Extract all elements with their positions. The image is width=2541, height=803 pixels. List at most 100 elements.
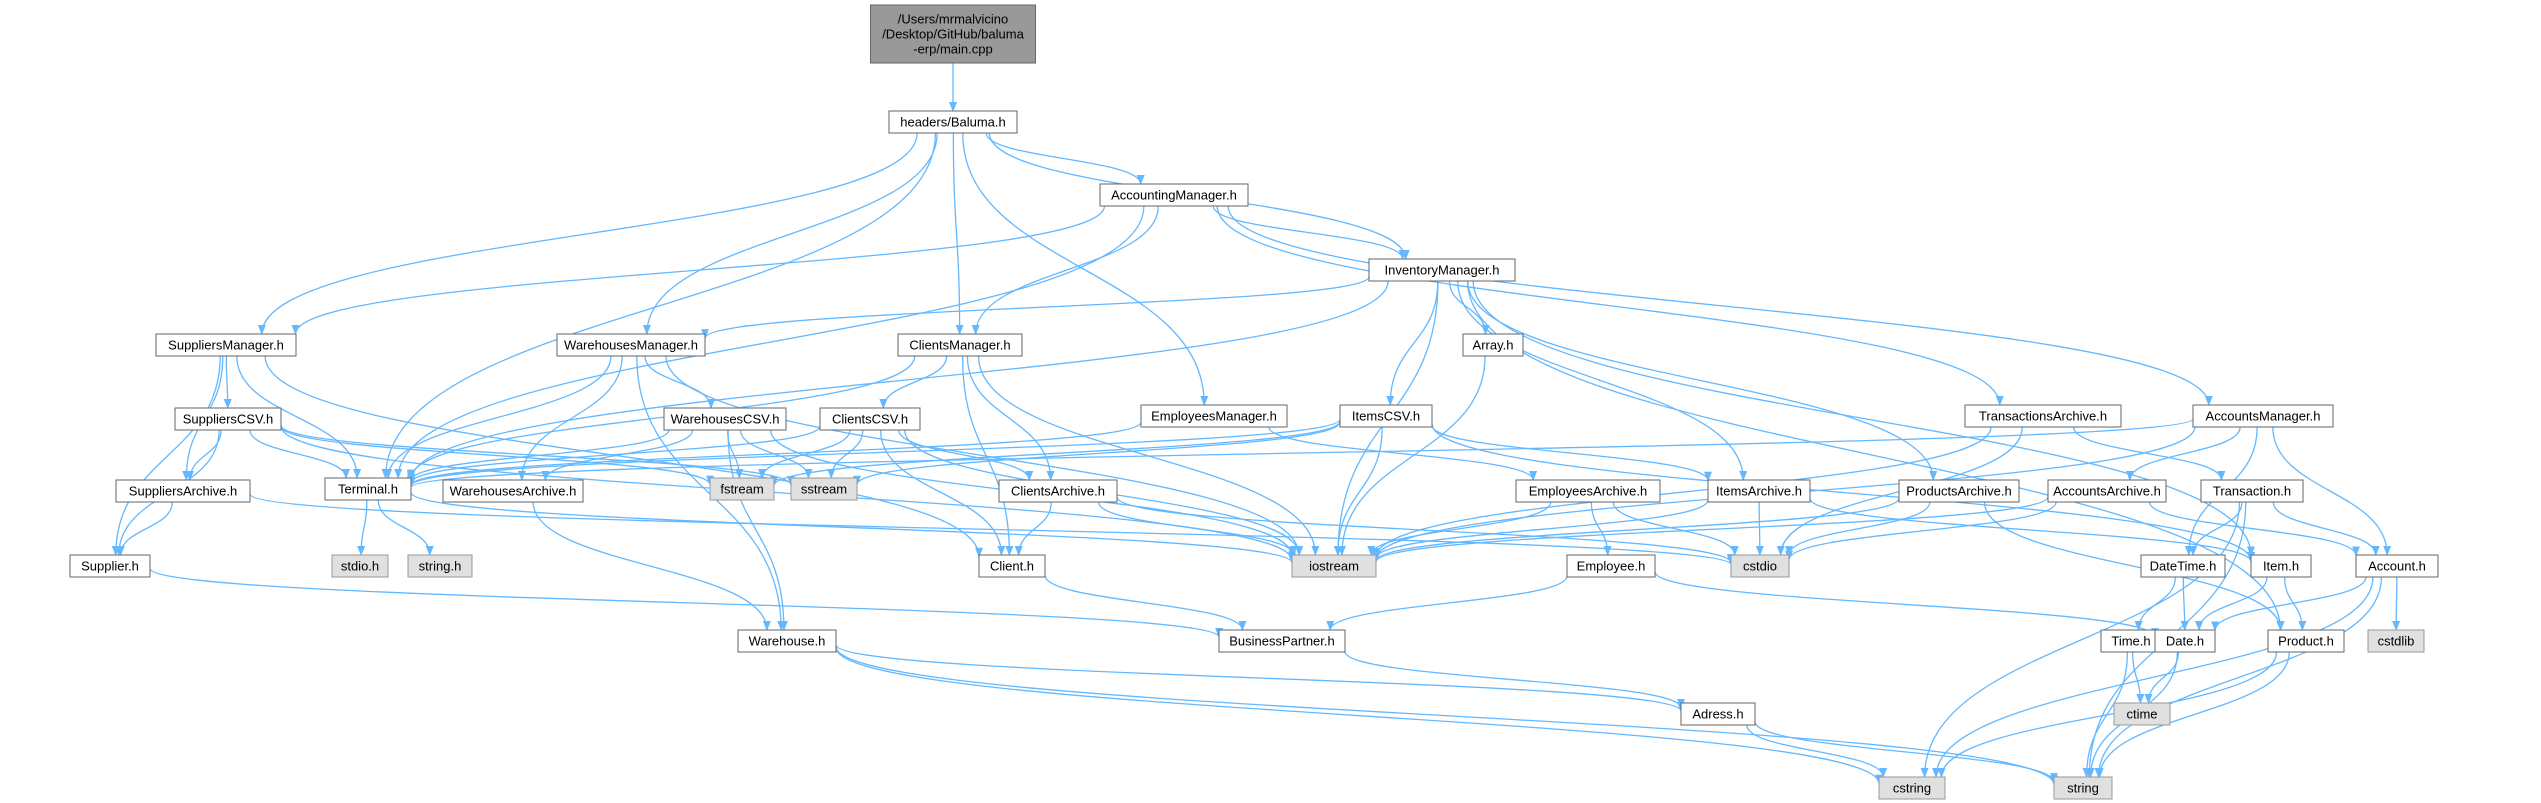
node-cstdlib[interactable]: cstdlib xyxy=(2367,629,2425,653)
edge-producth-to-cstring xyxy=(1937,651,2278,778)
node-label-suppliersmgr: SuppliersManager.h xyxy=(168,338,284,353)
node-ctime[interactable]: ctime xyxy=(2113,702,2171,726)
edge-baluma-to-warehousesmgr xyxy=(642,132,938,335)
node-label-sstream: sstream xyxy=(801,482,847,497)
node-businesspartner[interactable]: BusinessPartner.h xyxy=(1218,629,1346,653)
edge-accountsarch-to-iostream xyxy=(1372,496,2049,563)
node-label-stdioh: stdio.h xyxy=(341,559,379,574)
node-clienth[interactable]: Client.h xyxy=(978,554,1046,578)
node-label-cstdio: cstdio xyxy=(1743,559,1777,574)
node-itemh[interactable]: Item.h xyxy=(2250,554,2312,578)
edge-accounth-to-string xyxy=(2094,576,2383,778)
edge-clientsmgr-to-terminal xyxy=(407,355,916,480)
edge-productsarch-to-producth xyxy=(1983,501,2285,631)
edge-accountsmgr-to-accountsarch xyxy=(2125,426,2241,481)
node-label-producth: Product.h xyxy=(2278,634,2334,649)
node-label-ctime: ctime xyxy=(2126,707,2157,722)
node-label-employeeh: Employee.h xyxy=(1577,559,1646,574)
edge-accounth-to-cstring xyxy=(1932,576,2374,778)
edge-accountingmgr-to-transactionsarch xyxy=(1216,205,2004,406)
node-label-clientscsv: ClientsCSV.h xyxy=(832,412,908,427)
node-employeesmgr[interactable]: EmployeesManager.h xyxy=(1140,404,1288,428)
node-accounth[interactable]: Account.h xyxy=(2355,554,2439,578)
node-box-cstdlib xyxy=(2367,629,2425,653)
node-suppliersarch[interactable]: SuppliersArchive.h xyxy=(115,479,251,503)
node-box-sstream xyxy=(790,477,858,501)
node-box-producth xyxy=(2267,629,2345,653)
edge-baluma-to-accountingmgr xyxy=(985,132,1145,185)
node-stdioh[interactable]: stdio.h xyxy=(331,554,389,578)
node-employeesarch[interactable]: EmployeesArchive.h xyxy=(1515,479,1661,503)
node-cstring[interactable]: cstring xyxy=(1878,776,1946,800)
node-box-productsarch xyxy=(1898,479,2020,503)
node-box-warehousesmgr xyxy=(556,333,706,357)
node-employeeh[interactable]: Employee.h xyxy=(1566,554,1656,578)
edge-baluma-to-terminal xyxy=(381,132,937,479)
node-productsarch[interactable]: ProductsArchive.h xyxy=(1898,479,2020,503)
edge-productsarch-to-cstdio xyxy=(1785,501,1931,557)
node-stringh[interactable]: string.h xyxy=(407,554,473,578)
node-label-supplierscsv: SuppliersCSV.h xyxy=(183,412,274,427)
node-baluma[interactable]: headers/Baluma.h xyxy=(888,110,1018,134)
node-adressh[interactable]: Adress.h xyxy=(1680,702,1756,726)
node-label-warehousesmgr: WarehousesManager.h xyxy=(564,338,698,353)
node-box-accountingmgr xyxy=(1099,183,1249,207)
node-label-main: /Desktop/GitHub/baluma xyxy=(882,27,1024,42)
node-box-baluma xyxy=(888,110,1018,134)
node-clientsarch[interactable]: ClientsArchive.h xyxy=(998,479,1118,503)
node-producth[interactable]: Product.h xyxy=(2267,629,2345,653)
node-clientsmgr[interactable]: ClientsManager.h xyxy=(897,333,1023,357)
edge-datetimeh-to-dateh xyxy=(2180,576,2189,631)
node-accountsarch[interactable]: AccountsArchive.h xyxy=(2047,479,2167,503)
node-dateh[interactable]: Date.h xyxy=(2154,629,2216,653)
node-accountingmgr[interactable]: AccountingManager.h xyxy=(1099,183,1249,207)
node-supplierh[interactable]: Supplier.h xyxy=(69,554,151,578)
node-label-warehouseh: Warehouse.h xyxy=(749,634,826,649)
node-box-itemscsv xyxy=(1339,404,1433,428)
node-transactionsarch[interactable]: TransactionsArchive.h xyxy=(1964,404,2122,428)
edge-suppliersmgr-to-supplierh xyxy=(111,355,221,556)
node-transactionh[interactable]: Transaction.h xyxy=(2200,479,2304,503)
node-suppliersmgr[interactable]: SuppliersManager.h xyxy=(155,333,297,357)
node-main[interactable]: /Users/mrmalvicino/Desktop/GitHub/baluma… xyxy=(870,4,1036,64)
edge-employeeh-to-businesspartner xyxy=(1326,575,1568,631)
node-warehousescsv[interactable]: WarehousesCSV.h xyxy=(663,407,787,431)
node-warehouseh[interactable]: Warehouse.h xyxy=(737,629,837,653)
node-warehousesmgr[interactable]: WarehousesManager.h xyxy=(556,333,706,357)
node-terminal[interactable]: Terminal.h xyxy=(324,477,412,501)
node-sstream[interactable]: sstream xyxy=(790,477,858,501)
edge-baluma-to-employeesmgr xyxy=(962,132,1209,406)
edge-accountsarch-to-accounth xyxy=(2148,501,2360,557)
node-label-cstdlib: cstdlib xyxy=(2378,634,2415,649)
node-iostream[interactable]: iostream xyxy=(1291,554,1377,578)
node-label-itemscsv: ItemsCSV.h xyxy=(1352,409,1420,424)
node-label-accountsmgr: AccountsManager.h xyxy=(2206,409,2321,424)
node-arrayh[interactable]: Array.h xyxy=(1462,333,1524,357)
node-itemscsv[interactable]: ItemsCSV.h xyxy=(1339,404,1433,428)
node-box-businesspartner xyxy=(1218,629,1346,653)
edge-itemscsv-to-itemsarch xyxy=(1431,425,1712,482)
dependency-nodes: /Users/mrmalvicino/Desktop/GitHub/baluma… xyxy=(69,4,2439,800)
edge-warehousesarch-to-warehouseh xyxy=(532,501,771,631)
edge-suppliersarch-to-cstdio xyxy=(249,493,1735,566)
node-accountsmgr[interactable]: AccountsManager.h xyxy=(2192,404,2334,428)
node-label-suppliersarch: SuppliersArchive.h xyxy=(129,484,237,499)
node-label-itemh: Item.h xyxy=(2263,559,2299,574)
node-label-main: /Users/mrmalvicino xyxy=(898,12,1009,27)
node-supplierscsv[interactable]: SuppliersCSV.h xyxy=(174,407,282,431)
node-box-suppliersarch xyxy=(115,479,251,503)
edge-dateh-to-ctime xyxy=(2144,651,2180,704)
edge-employeesmgr-to-terminal xyxy=(407,421,1142,487)
edge-inventorymgr-to-itemh xyxy=(1472,280,2255,557)
node-datetimeh[interactable]: DateTime.h xyxy=(2140,554,2226,578)
node-itemsarch[interactable]: ItemsArchive.h xyxy=(1707,479,1811,503)
node-inventorymgr[interactable]: InventoryManager.h xyxy=(1368,258,1516,282)
node-timeh[interactable]: Time.h xyxy=(2100,629,2162,653)
node-cstdio[interactable]: cstdio xyxy=(1730,554,1790,578)
node-fstream[interactable]: fstream xyxy=(709,477,775,501)
node-clientscsv[interactable]: ClientsCSV.h xyxy=(819,407,921,431)
node-warehousesarch[interactable]: WarehousesArchive.h xyxy=(442,479,584,503)
node-string[interactable]: string xyxy=(2053,776,2113,800)
edge-warehouseh-to-string xyxy=(835,646,2058,786)
node-box-employeesmgr xyxy=(1140,404,1288,428)
